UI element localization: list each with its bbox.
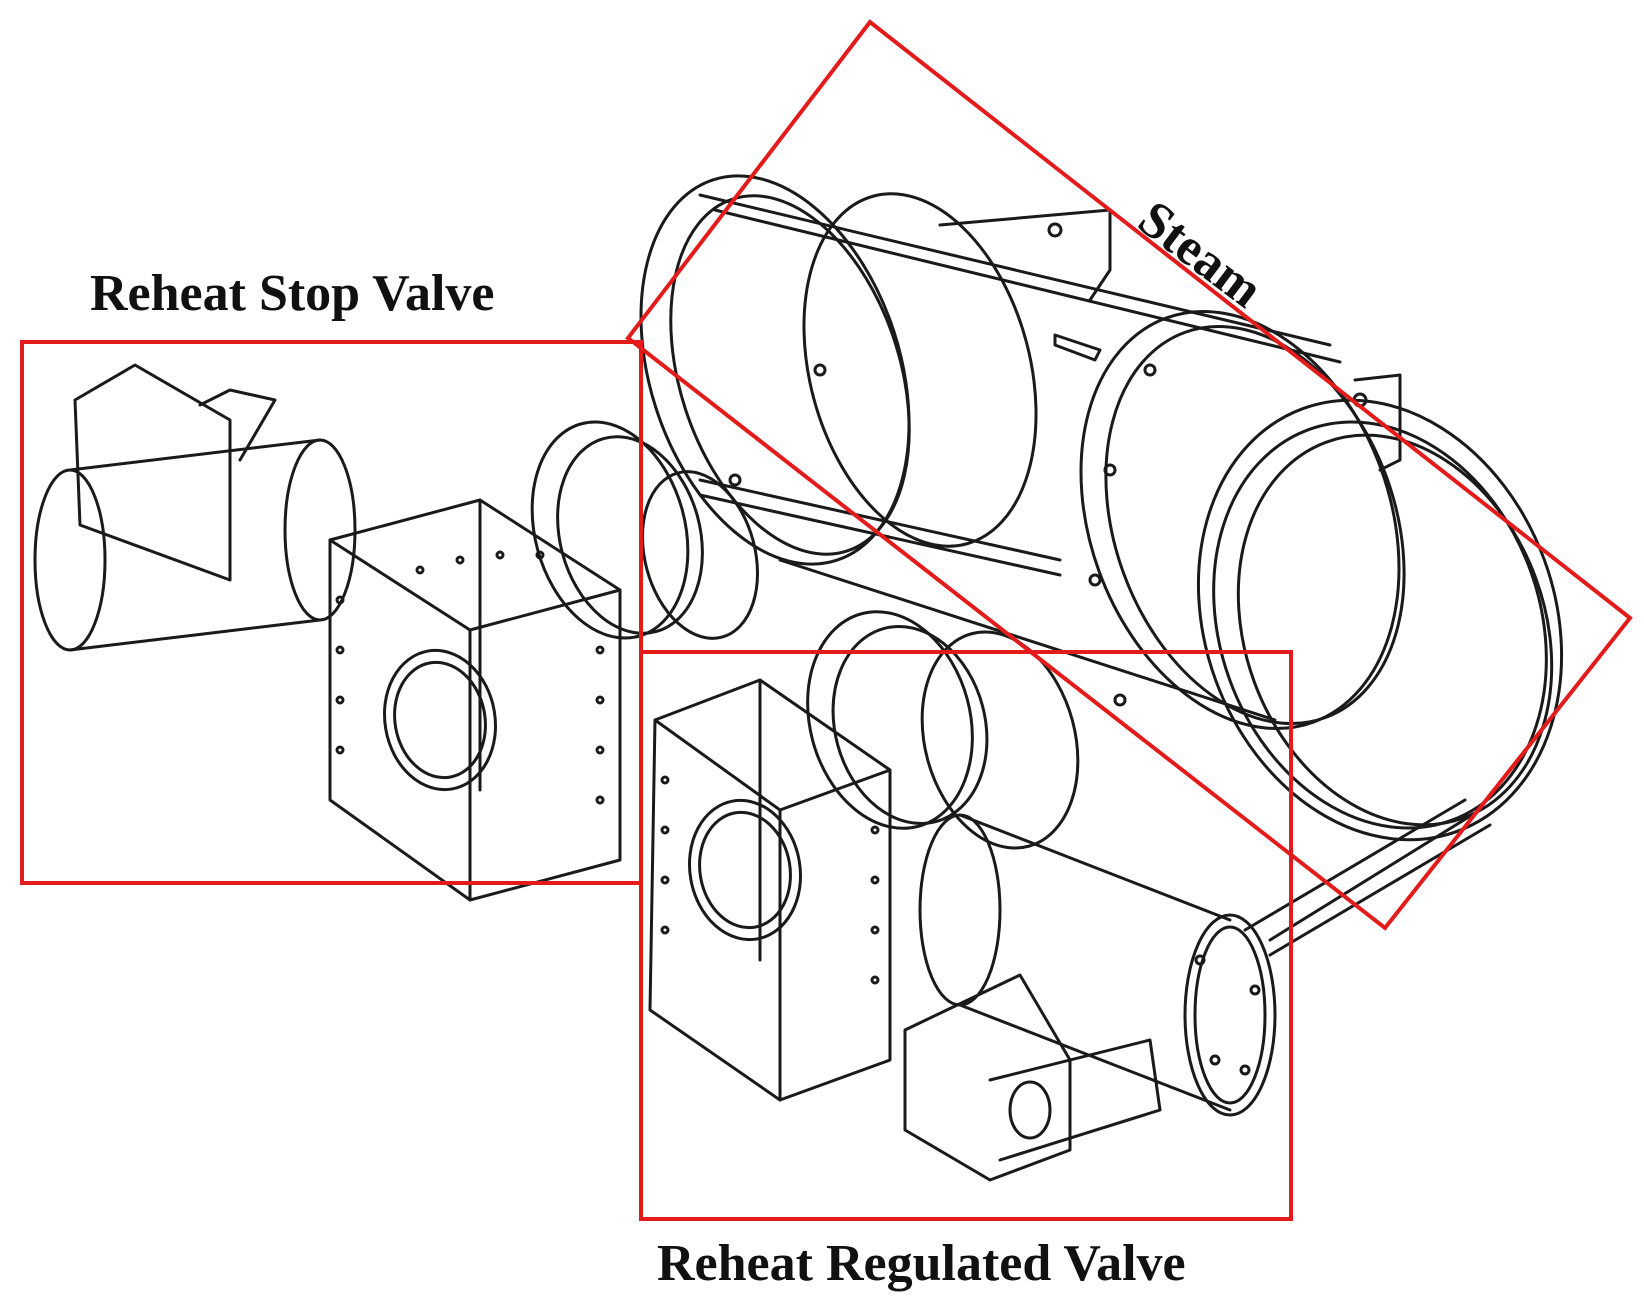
- stop-valve-label: Reheat Stop Valve: [90, 265, 495, 322]
- regulated-valve-label: Reheat Regulated Valve: [657, 1235, 1186, 1292]
- regulated-valve-assembly: [648, 610, 1277, 1182]
- steam-chest-cylinder: [639, 174, 1564, 957]
- stop-valve-assembly: [33, 363, 760, 902]
- steam-chest-highlight-box: [625, 19, 1633, 931]
- stop-valve-highlight-box: [20, 340, 643, 885]
- regulated-valve-highlight-box: [639, 650, 1293, 1221]
